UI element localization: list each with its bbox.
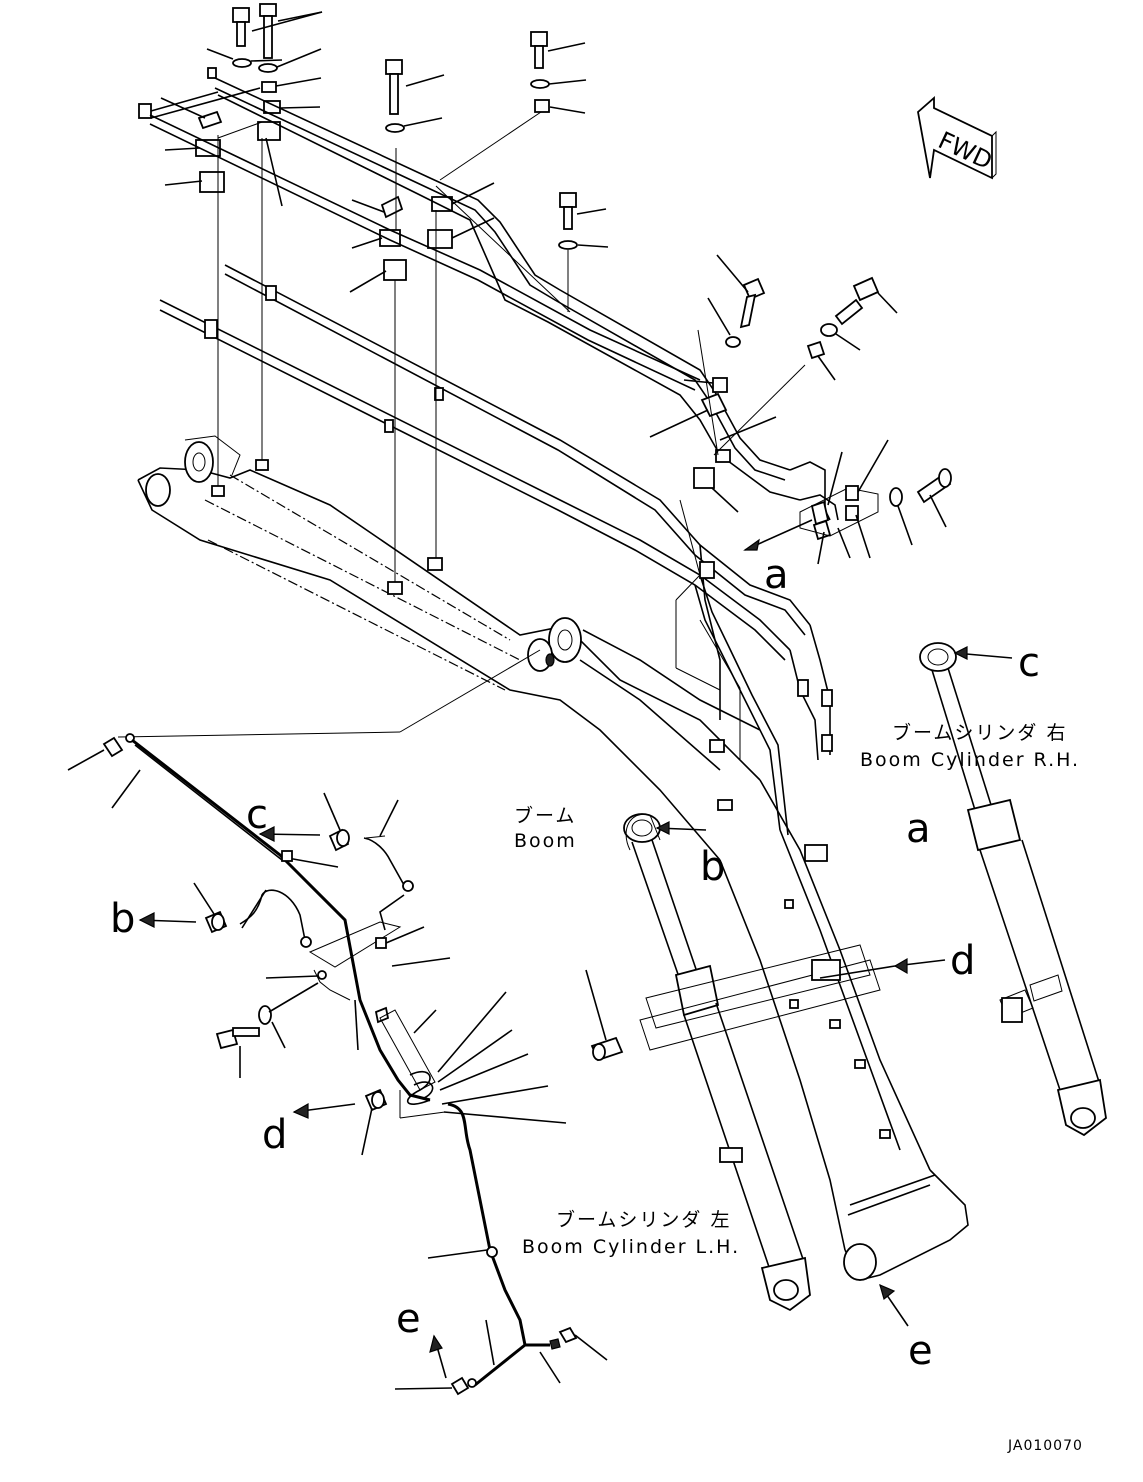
fwd-arrow-icon <box>917 96 997 180</box>
cylinder-rh-label-jp: ブームシリンダ 右 <box>892 721 1067 744</box>
hydraulic-pipes <box>149 77 839 836</box>
ref-letter-c-right: c <box>1018 640 1040 686</box>
ref-letter-c-left: c <box>246 792 268 838</box>
grease-hose-assembly <box>67 649 608 1396</box>
ref-letter-d-left: d <box>262 1112 287 1158</box>
grease-fitting-d <box>585 969 624 1062</box>
bolt-group-upper-right <box>649 254 898 760</box>
guide-lines <box>217 121 571 590</box>
ref-letter-a-right: a <box>906 806 931 852</box>
ref-letter-e-left: e <box>396 1296 421 1342</box>
ref-letter-a-top: a <box>764 552 789 598</box>
bolt-group-right <box>439 31 609 312</box>
bolt-group-left <box>206 3 323 141</box>
boom-cylinder-lh <box>623 813 946 1312</box>
ref-letter-d-right: d <box>950 938 975 984</box>
ref-letter-b-left: b <box>110 896 135 942</box>
ref-letter-e-right: e <box>908 1328 933 1374</box>
bolt-group-mid <box>349 59 495 293</box>
boom-structure <box>137 435 969 1281</box>
clamp-group-a <box>743 439 952 565</box>
clamp-stack-left <box>138 87 283 207</box>
cylinder-lh-label-jp: ブームシリンダ 左 <box>556 1208 731 1231</box>
boom-cylinder-rh <box>919 642 1107 1137</box>
reference-arrows <box>138 826 909 1379</box>
cylinder-rh-label-en: Boom Cylinder R.H. <box>860 749 1080 771</box>
boom-label-en: Boom <box>514 830 577 852</box>
cylinder-lh-label-en: Boom Cylinder L.H. <box>522 1236 740 1258</box>
drawing-id: JA010070 <box>1007 1438 1083 1454</box>
boom-label-jp: ブーム <box>514 804 576 827</box>
ref-letter-b-right: b <box>700 844 725 890</box>
